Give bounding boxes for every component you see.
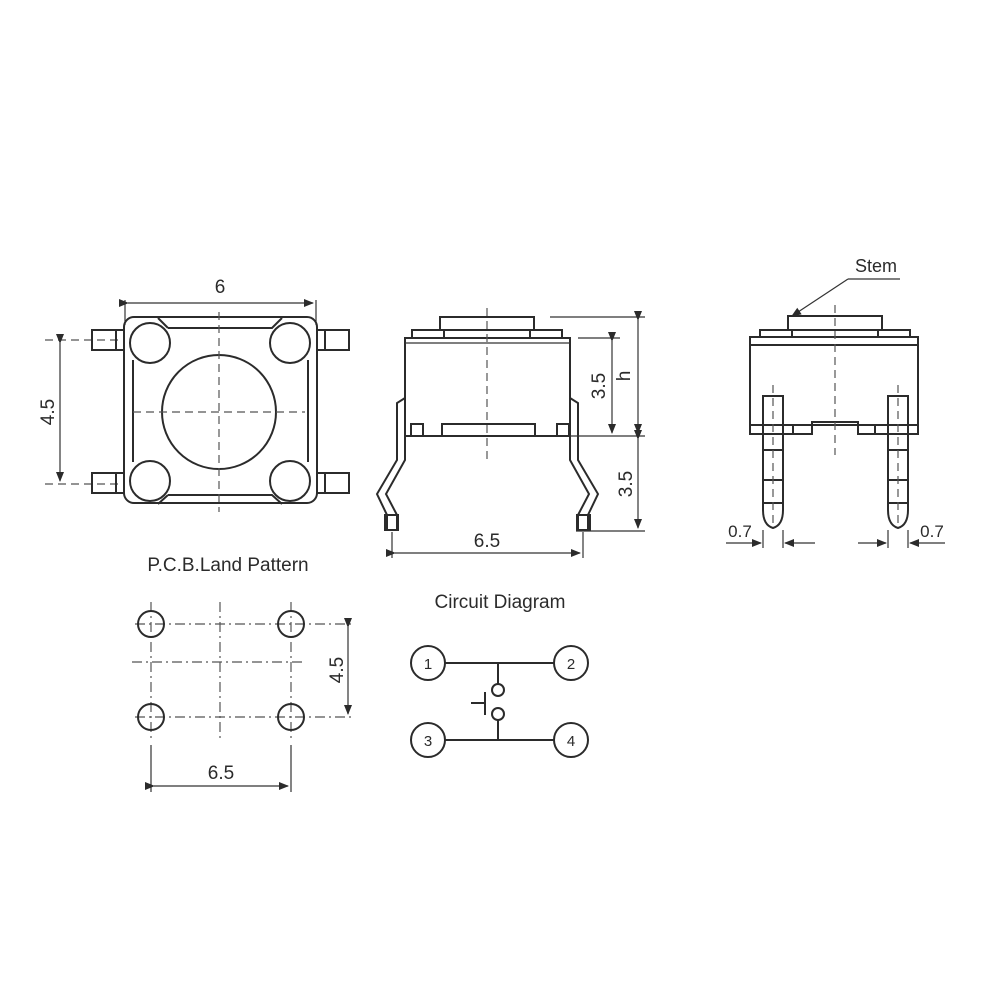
side-view: Stem 0.7 0.7 [726,256,945,548]
top-width-label: 6 [215,277,226,298]
pin-width-left-label: 0.7 [728,522,752,541]
pcb-horizontal-label: 6.5 [208,763,234,784]
stem-label: Stem [855,256,897,276]
pin-2-label: 2 [567,656,575,673]
pcb-land-pattern: P.C.B.Land Pattern 4.5 6.5 [132,555,355,792]
circuit-diagram: Circuit Diagram 1 2 3 4 [410,592,589,758]
pin-4-label: 4 [567,733,575,750]
pin-width-right-label: 0.7 [920,522,944,541]
top-view: 6 4.5 [38,277,350,512]
pcb-vertical-label: 4.5 [327,657,348,683]
pin-3-label: 3 [424,733,432,750]
front-body-height-label: 3.5 [589,373,610,399]
front-lead-span-label: 6.5 [474,531,500,552]
front-total-height-label: h [614,371,635,382]
front-lead-height-label: 3.5 [616,471,637,497]
pcb-title: P.C.B.Land Pattern [147,555,308,576]
pin-1-label: 1 [424,656,432,673]
front-view: 3.5 h 3.5 6.5 [375,308,645,558]
circuit-title: Circuit Diagram [435,592,566,613]
top-height-label: 4.5 [38,399,59,425]
